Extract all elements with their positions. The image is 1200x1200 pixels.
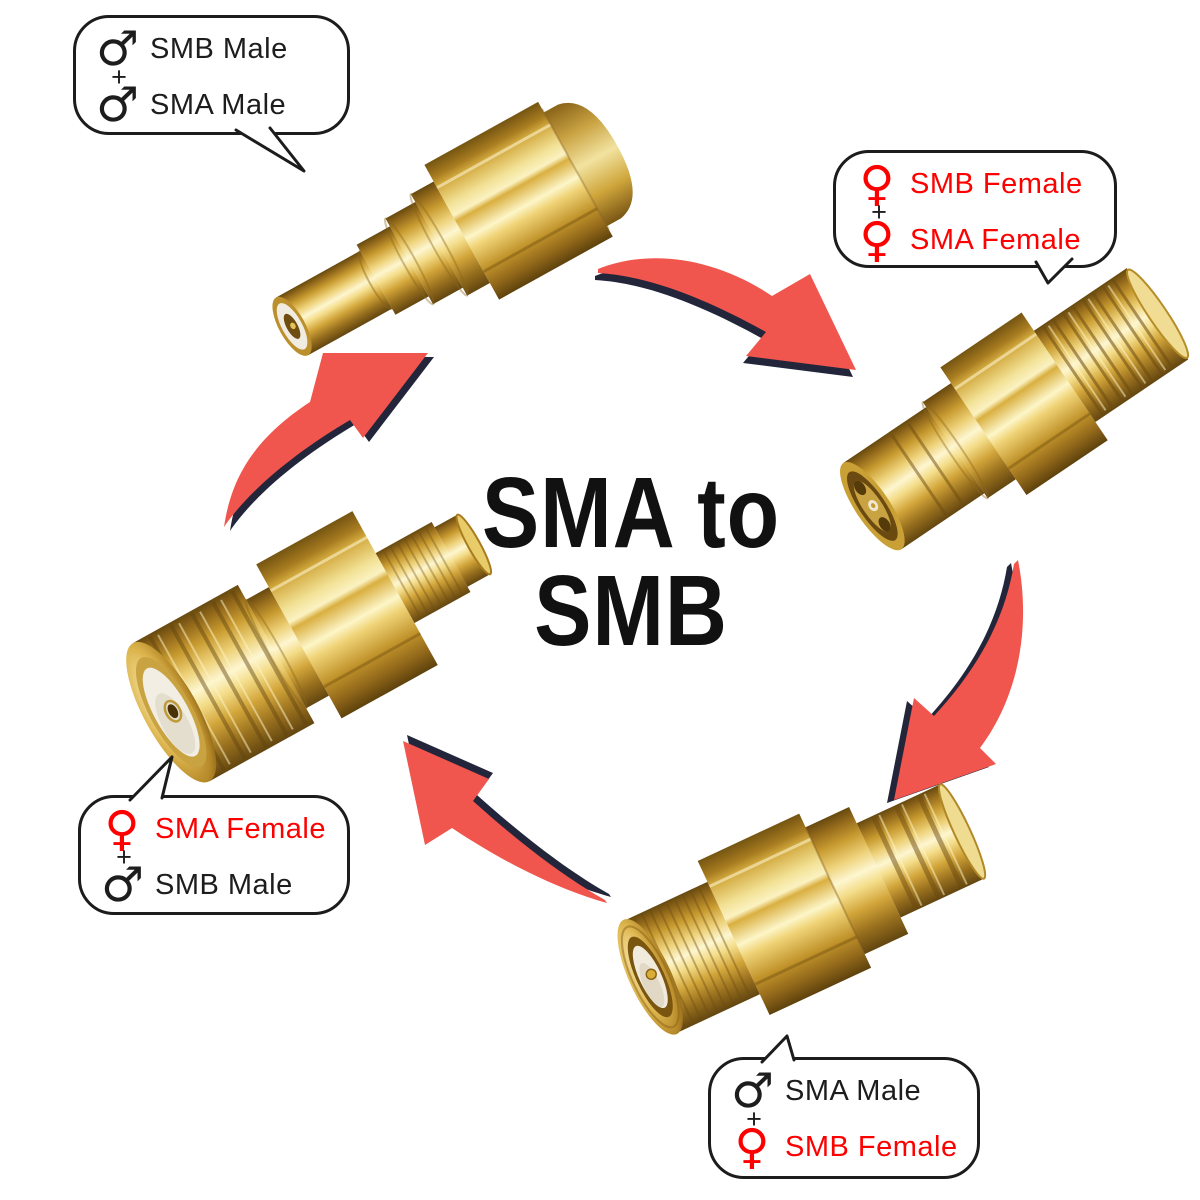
arrow-top [595, 258, 856, 377]
callout-row: ♂ SMB Male [96, 21, 335, 77]
callout-smb-male-sma-male: ♂ SMB Male + ♂ SMA Male [73, 15, 350, 135]
female-icon: ♀ [859, 156, 895, 212]
male-icon: ♂ [96, 77, 140, 133]
sma-female-threads [1042, 279, 1174, 416]
arrow-right [887, 560, 1024, 803]
plus-sign: + [116, 842, 132, 872]
callout-row: ♀ SMB Female [731, 1119, 965, 1175]
female-icon: ♀ [104, 801, 140, 857]
adapter-photo-smb-female-sma-female [840, 268, 1190, 551]
callout-label: SMB Female [910, 167, 1083, 200]
sma-female-face [126, 641, 217, 783]
arrow-left [224, 353, 434, 531]
callout-sma-female-smb-male: ♀ SMA Female + ♂ SMB Male [78, 795, 350, 915]
smb-female-ribs [871, 793, 968, 910]
sma-male-face [617, 919, 683, 1035]
callout-row: ♂ SMB Male [101, 857, 335, 913]
callout-label: SMA Male [785, 1074, 922, 1107]
male-icon: ♂ [96, 21, 140, 77]
callout-label: SMA Male [150, 88, 287, 121]
title-line-2: SMB [534, 555, 728, 667]
female-icon: ♀ [859, 212, 895, 268]
female-icon: ♀ [734, 1119, 770, 1175]
callout-row: ♀ SMA Female [101, 801, 335, 857]
callout-row: ♀ SMA Female [856, 212, 1102, 268]
callout-sma-male-smb-female: ♂ SMA Male + ♀ SMB Female [708, 1057, 980, 1179]
callout-row: ♂ SMA Male [96, 77, 335, 133]
male-icon: ♂ [101, 857, 145, 913]
smb-male-ridges [382, 527, 464, 618]
thread-highlights [157, 599, 294, 765]
callout-row: ♂ SMA Male [731, 1063, 965, 1119]
adapter-photo-smb-male-sma-male [272, 101, 633, 356]
callout-label: SMA Female [910, 223, 1081, 256]
plus-sign: + [746, 1104, 762, 1134]
callout-label: SMB Male [150, 32, 288, 65]
page-title: SMA to SMB [373, 457, 889, 667]
plus-sign: + [111, 62, 127, 92]
adapter-photo-sma-female-smb-male [126, 511, 493, 783]
smb-male-face [272, 296, 312, 356]
adapter-photo-sma-male-smb-female [617, 783, 987, 1035]
callout-label: SMB Male [155, 868, 293, 901]
smb-female-face [840, 461, 905, 551]
callout-smb-female-sma-female: ♀ SMB Female + ♀ SMA Female [833, 150, 1117, 268]
callout-label: SMB Female [785, 1130, 958, 1163]
thread-highlights [1047, 284, 1167, 411]
arrow-bottom [403, 735, 611, 903]
callout-label: SMA Female [155, 812, 326, 845]
title-line-1: SMA to [481, 457, 781, 569]
callout-row: ♀ SMB Female [856, 156, 1102, 212]
male-icon: ♂ [731, 1063, 775, 1119]
plus-sign: + [871, 197, 887, 227]
